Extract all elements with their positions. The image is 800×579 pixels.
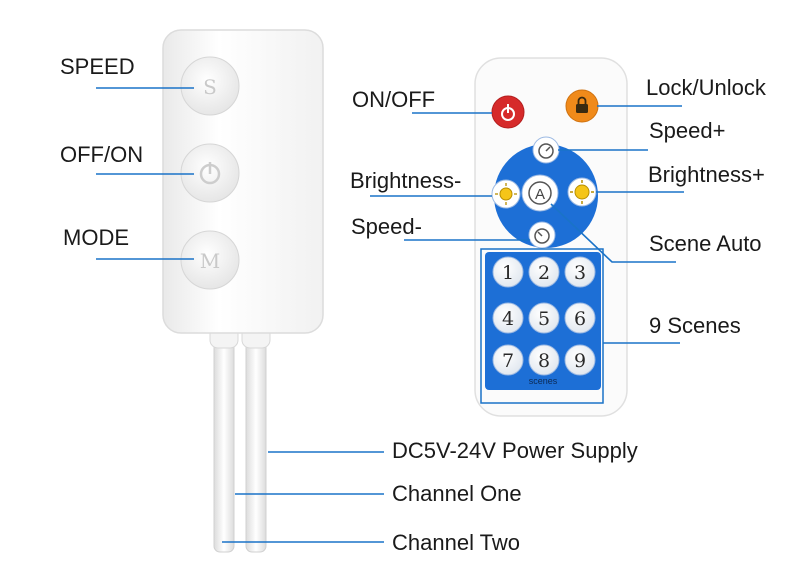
scene-button-4[interactable]: 4: [492, 302, 524, 334]
mode-button-glyph: M: [200, 249, 220, 273]
scene-button-number: 8: [538, 350, 550, 372]
label-mode: MODE: [63, 225, 129, 250]
speed-button-glyph: S: [203, 75, 217, 99]
scene-button-3[interactable]: 3: [564, 256, 596, 288]
scenes-caption: scenes: [529, 376, 558, 386]
remote-speed-minus-button[interactable]: [528, 221, 556, 249]
remote-lock-button[interactable]: [565, 89, 599, 123]
scene-button-number: 1: [502, 262, 514, 284]
sun-icon: [499, 187, 513, 201]
controller-button-off-on[interactable]: [180, 143, 240, 203]
label-on-off: ON/OFF: [352, 87, 436, 112]
label-brightness-minus: Brightness-: [350, 168, 462, 193]
label-brightness-plus: Brightness+: [648, 162, 765, 187]
label-lock-unlock: Lock/Unlock: [646, 75, 766, 100]
remote: A 1 2 3 4 5 6 7 8 9 scenes: [474, 57, 628, 417]
gauge-icon: [538, 143, 554, 159]
label-channel-one: Channel One: [392, 481, 522, 506]
scene-buttons: 1 2 3 4 5 6 7 8 9: [492, 256, 596, 376]
sun-icon: [574, 184, 590, 200]
scene-button-number: 3: [574, 262, 586, 284]
remote-auto-button[interactable]: A: [521, 174, 559, 212]
label-scene-auto: Scene Auto: [649, 231, 762, 256]
label-channel-two: Channel Two: [392, 530, 521, 555]
scene-button-8[interactable]: 8: [528, 344, 560, 376]
label-speed-minus: Speed-: [351, 214, 422, 239]
scenes-highlight-frame: [480, 248, 604, 404]
scene-button-number: 4: [502, 308, 514, 330]
scene-button-number: 6: [574, 308, 586, 330]
controller: S M: [162, 29, 324, 553]
scene-button-9[interactable]: 9: [564, 344, 596, 376]
gauge-icon: [534, 228, 550, 244]
cable-pair: [209, 317, 271, 553]
label-speed: SPEED: [60, 54, 135, 79]
scene-button-number: 9: [574, 350, 586, 372]
leader-lines: [96, 87, 684, 543]
remote-power-button[interactable]: [491, 95, 525, 129]
scene-button-1[interactable]: 1: [492, 256, 524, 288]
remote-brightness-plus-button[interactable]: [567, 177, 597, 207]
lock-icon: [576, 104, 588, 113]
scene-button-5[interactable]: 5: [528, 302, 560, 334]
controller-button-speed[interactable]: S: [180, 56, 240, 116]
label-speed-plus: Speed+: [649, 118, 726, 143]
scene-button-number: 7: [502, 350, 514, 372]
scene-button-number: 2: [538, 262, 550, 284]
controller-button-mode[interactable]: M: [180, 230, 240, 290]
scene-button-2[interactable]: 2: [528, 256, 560, 288]
auto-glyph: A: [535, 186, 545, 203]
label-nine-scenes: 9 Scenes: [649, 313, 741, 338]
scene-button-number: 5: [538, 308, 550, 330]
label-off-on: OFF/ON: [60, 142, 144, 167]
scene-button-6[interactable]: 6: [564, 302, 596, 334]
scene-button-7[interactable]: 7: [492, 344, 524, 376]
remote-speed-plus-button[interactable]: [532, 136, 560, 164]
remote-brightness-minus-button[interactable]: [491, 179, 521, 209]
label-power-supply: DC5V-24V Power Supply: [392, 438, 638, 463]
